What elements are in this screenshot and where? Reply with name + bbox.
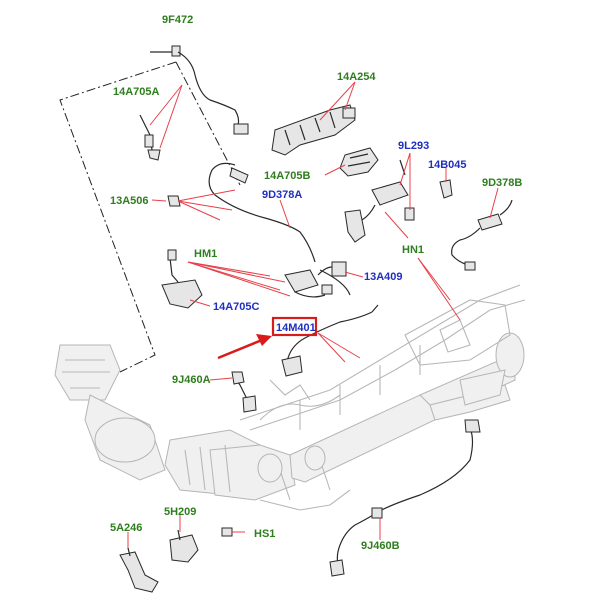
label-9L293: 9L293 xyxy=(398,140,429,152)
label-14M401: 14M401 xyxy=(276,322,316,334)
label-13A506: 13A506 xyxy=(110,195,149,207)
label-14A705A: 14A705A xyxy=(113,86,160,98)
label-13A409: 13A409 xyxy=(364,271,403,283)
highlight-box xyxy=(271,316,318,337)
group-boundary-lines xyxy=(59,61,241,373)
label-5H209: 5H209 xyxy=(164,506,196,518)
part-9J460A-sensor xyxy=(231,371,257,413)
part-5A246-bracket xyxy=(119,547,159,593)
exhaust-system-ghost xyxy=(54,284,526,511)
label-14A705B: 14A705B xyxy=(264,170,311,182)
part-14A705B-bracket xyxy=(339,147,379,177)
part-13A506-clip xyxy=(167,195,181,207)
part-14M401-harness xyxy=(281,304,379,377)
label-9F472: 9F472 xyxy=(162,14,193,26)
part-labels: 9F472 14A705A 14A254 14A705B 9L293 14B04… xyxy=(110,14,522,552)
label-9D378A: 9D378A xyxy=(262,189,302,201)
part-14A705A-bracket xyxy=(139,114,161,161)
part-9J460B-sensor xyxy=(329,419,481,577)
label-HS1: HS1 xyxy=(254,528,275,540)
part-9D378B-sensor xyxy=(451,199,513,271)
label-HN1: HN1 xyxy=(402,244,424,256)
part-9F472-sensor xyxy=(150,45,249,135)
highlight-arrow xyxy=(217,334,272,360)
part-5H209-bracket xyxy=(169,529,199,563)
label-9D378B: 9D378B xyxy=(482,177,522,189)
label-9J460B: 9J460B xyxy=(361,540,400,552)
part-9D378A-sensor xyxy=(208,162,351,296)
part-9L293-module xyxy=(344,159,415,243)
part-14B045-clip xyxy=(439,179,453,199)
part-13A409-sensor xyxy=(284,261,347,298)
label-5A246: 5A246 xyxy=(110,522,142,534)
leader-lines xyxy=(127,81,499,548)
label-14B045: 14B045 xyxy=(428,159,467,171)
part-14A254-harness xyxy=(271,104,356,156)
label-HM1: HM1 xyxy=(194,248,217,260)
label-14A254: 14A254 xyxy=(337,71,376,83)
label-9J460A: 9J460A xyxy=(172,374,211,386)
part-HS1-fastener xyxy=(221,527,233,537)
label-14A705C: 14A705C xyxy=(213,301,260,313)
